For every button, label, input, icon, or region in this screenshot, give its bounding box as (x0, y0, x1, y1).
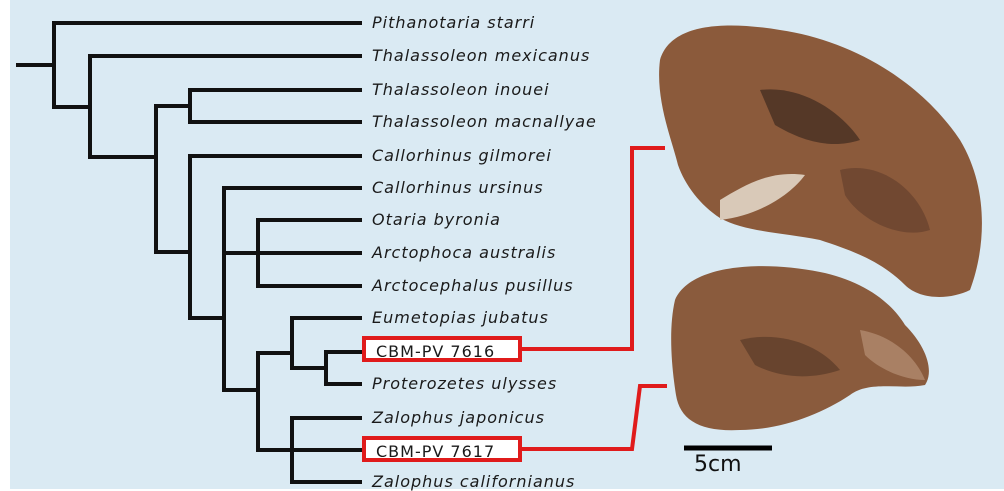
taxon-label: Arctophoca australis (372, 244, 556, 262)
specimen-highlight-box: CBM-PV 7617 (362, 436, 522, 462)
taxon-label: Arctocephalus pusillus (372, 277, 574, 295)
taxon-label: Proterozetes ulysses (372, 375, 557, 393)
specimen-connector-lines (522, 148, 667, 449)
taxon-label: Zalophus japonicus (372, 409, 545, 427)
taxon-label: Pithanotaria starri (372, 14, 535, 32)
taxon-label: Thalassoleon macnallyae (372, 113, 597, 131)
taxon-label: Callorhinus gilmorei (372, 147, 552, 165)
taxon-label: Zalophus californianus (372, 473, 575, 491)
taxon-label: Eumetopias jubatus (372, 309, 549, 327)
specimen-highlight-box: CBM-PV 7616 (362, 336, 522, 362)
scale-bar-label: 5cm (694, 452, 742, 477)
specimen-label-cbm-pv-7616: CBM-PV 7616 (376, 342, 495, 361)
taxon-label: Thalassoleon inouei (372, 81, 550, 99)
taxon-label: Callorhinus ursinus (372, 179, 544, 197)
taxon-label: Thalassoleon mexicanus (372, 47, 590, 65)
taxon-label: Otaria byronia (372, 211, 501, 229)
specimen-label-cbm-pv-7617: CBM-PV 7617 (376, 442, 495, 461)
